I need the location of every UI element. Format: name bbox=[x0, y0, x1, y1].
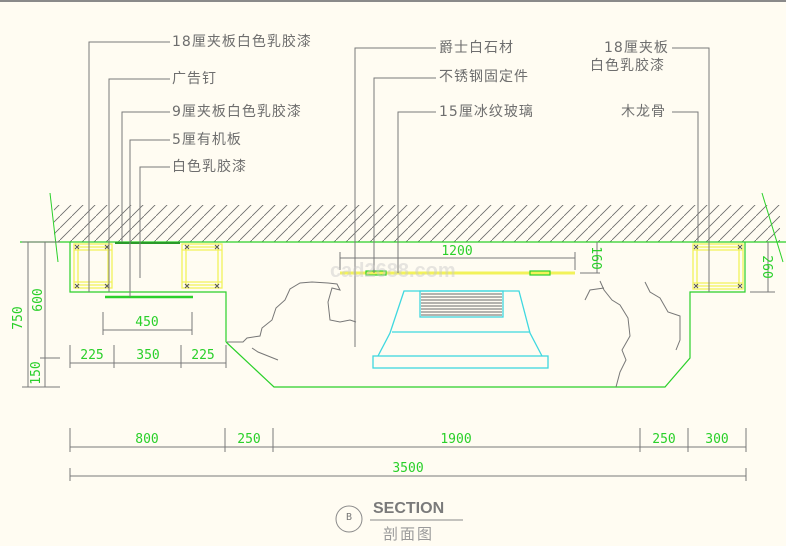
break-line-left bbox=[49, 192, 59, 263]
callout-15mm-frosted-glass: 15厘冰纹玻璃 bbox=[439, 104, 534, 120]
callout-right-plywood-line1: 18厘夹板 bbox=[604, 40, 669, 56]
callout-advert-nail: 广告钉 bbox=[172, 71, 217, 87]
callout-9mm-plywood-paint: 9厘夹板白色乳胶漆 bbox=[172, 104, 302, 120]
fixing-markers bbox=[74, 244, 743, 289]
section-marker-circle bbox=[335, 505, 363, 533]
callout-jazz-white-marble: 爵士白石材 bbox=[439, 40, 514, 56]
dim-600: 600 bbox=[31, 288, 46, 311]
dim-450: 450 bbox=[135, 315, 158, 330]
leader-lines bbox=[88, 41, 710, 347]
rock-texture-right bbox=[599, 280, 631, 388]
dim-750: 750 bbox=[11, 306, 26, 329]
dim-160: 160 bbox=[588, 246, 603, 269]
vent-grille bbox=[421, 293, 502, 316]
section-marker-letter: B bbox=[345, 512, 353, 523]
dim-225-left: 225 bbox=[80, 348, 103, 363]
cavity-outline bbox=[225, 242, 746, 388]
dim-250-left: 250 bbox=[237, 432, 260, 447]
dim-300: 300 bbox=[705, 432, 728, 447]
callout-white-latex-paint: 白色乳胶漆 bbox=[172, 159, 247, 175]
dim-260: 260 bbox=[759, 255, 774, 278]
section-title: SECTION bbox=[373, 500, 445, 517]
section-subtitle: 剖面图 bbox=[383, 525, 435, 543]
dim-800: 800 bbox=[135, 432, 158, 447]
rock-texture-right-2 bbox=[644, 281, 681, 351]
dim-150: 150 bbox=[29, 361, 44, 384]
left-soffit-outline bbox=[69, 242, 227, 342]
rock-texture-left-2 bbox=[251, 347, 279, 361]
callout-timber-joist: 木龙骨 bbox=[621, 104, 666, 120]
break-line-right bbox=[761, 192, 784, 263]
dim-225-right: 225 bbox=[191, 348, 214, 363]
rock-texture-right-3 bbox=[584, 287, 605, 301]
dim-1900: 1900 bbox=[440, 432, 471, 447]
timber-box-left-2 bbox=[181, 243, 223, 289]
dimension-lines bbox=[22, 241, 775, 481]
ceiling-slab-hatch bbox=[54, 205, 780, 242]
callout-right-plywood-line2: 白色乳胶漆 bbox=[590, 58, 665, 74]
callout-steel-fixing: 不锈钢固定件 bbox=[439, 69, 529, 85]
rock-texture-left bbox=[227, 281, 357, 343]
marble-fixture bbox=[372, 290, 549, 369]
timber-box-right bbox=[692, 243, 744, 290]
dim-250-right: 250 bbox=[652, 432, 675, 447]
callout-18mm-plywood-paint: 18厘夹板白色乳胶漆 bbox=[172, 34, 312, 50]
steel-fixing-left bbox=[365, 270, 387, 276]
dim-1200: 1200 bbox=[441, 244, 472, 259]
timber-box-left-1 bbox=[73, 243, 113, 289]
steel-fixing-right bbox=[529, 270, 551, 276]
dim-350: 350 bbox=[136, 348, 159, 363]
window-top-border bbox=[0, 0, 786, 2]
callout-5mm-acrylic: 5厘有机板 bbox=[172, 132, 242, 148]
dim-3500: 3500 bbox=[392, 461, 423, 476]
watermark: cad2688.com bbox=[330, 260, 456, 282]
